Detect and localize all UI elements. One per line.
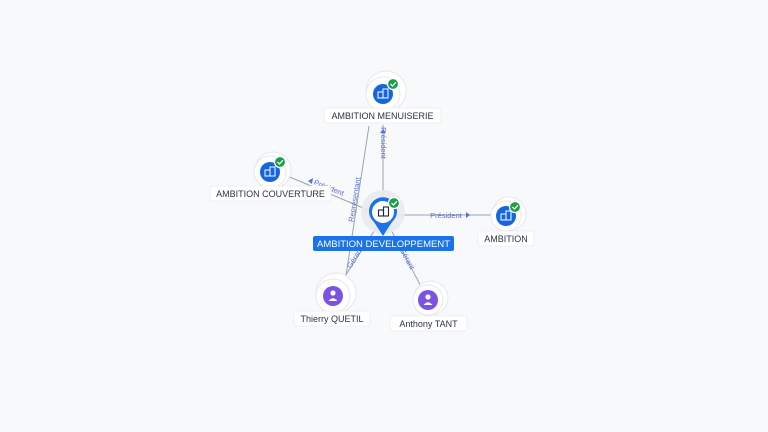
person-icon [328, 290, 338, 301]
node-label-ambition-developpement: AMBITION DEVELOPPEMENT [317, 239, 450, 250]
edge-label-president-ambition: Président [430, 211, 463, 220]
edge-label-representant-menuiserie: Représentant [347, 176, 363, 223]
building-icon [377, 206, 390, 217]
node-label-anthony-tant: Anthony TANT [399, 319, 458, 329]
node-label-thierry-quetil: Thierry QUETIL [300, 314, 363, 324]
node-thierry-quetil[interactable]: Thierry QUETIL [293, 272, 371, 327]
building-icon [377, 88, 389, 99]
verified-check-icon [386, 77, 400, 91]
person-icon [423, 294, 433, 305]
verified-check-icon [273, 155, 287, 169]
node-ambition[interactable]: AMBITION [477, 196, 535, 247]
building-icon [264, 166, 276, 177]
node-label-ambition: AMBITION [484, 234, 528, 244]
verified-check-icon [508, 200, 522, 214]
node-label-ambition-couverture: AMBITION COUVERTURE [216, 189, 325, 199]
node-ambition-developpement[interactable]: AMBITION DEVELOPPEMENT [313, 190, 454, 251]
arrow-icon [380, 129, 386, 133]
person-node-circle [418, 290, 438, 310]
node-label-ambition-menuiserie: AMBITION MENUISERIE [331, 111, 433, 121]
node-ambition-menuiserie[interactable]: AMBITION MENUISERIE [323, 70, 442, 124]
building-icon [500, 210, 512, 221]
arrow-icon [466, 212, 470, 218]
arrow-icon [308, 178, 313, 184]
edge-menuiserie-thierry [344, 125, 370, 283]
edge-label-president-menuiserie: Président [379, 127, 388, 160]
verified-check-icon [387, 196, 401, 210]
node-ambition-couverture[interactable]: AMBITION COUVERTURE [209, 151, 332, 202]
person-node-circle [323, 286, 343, 306]
node-anthony-tant[interactable]: Anthony TANT [389, 280, 468, 332]
